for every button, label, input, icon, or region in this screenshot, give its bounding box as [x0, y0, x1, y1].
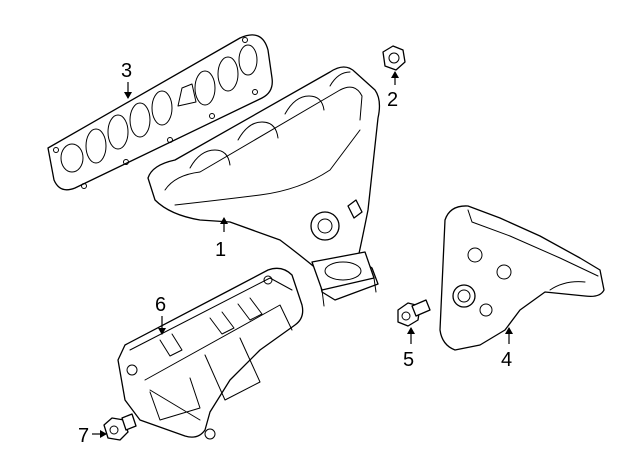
callout-7: 7 [78, 425, 107, 447]
callout-label-7: 7 [78, 425, 89, 447]
nut [382, 45, 406, 71]
exhaust-manifold [147, 66, 381, 307]
stud-bolt [103, 413, 137, 441]
callout-4: 4 [501, 327, 513, 371]
callout-2: 2 [387, 71, 399, 111]
callout-label-2: 2 [387, 89, 398, 111]
callout-1: 1 [215, 217, 228, 261]
callout-label-4: 4 [501, 349, 512, 371]
callout-label-3: 3 [121, 60, 132, 82]
callout-6: 6 [155, 294, 166, 335]
callout-label-1: 1 [215, 239, 226, 261]
callout-3: 3 [121, 60, 132, 99]
callout-5: 5 [403, 327, 415, 371]
heat-shield [439, 205, 605, 351]
lower-heat-shield [117, 267, 304, 440]
bolt [397, 299, 431, 327]
callout-label-6: 6 [155, 294, 166, 316]
manifold-gasket [47, 34, 273, 191]
callout-label-5: 5 [403, 349, 414, 371]
